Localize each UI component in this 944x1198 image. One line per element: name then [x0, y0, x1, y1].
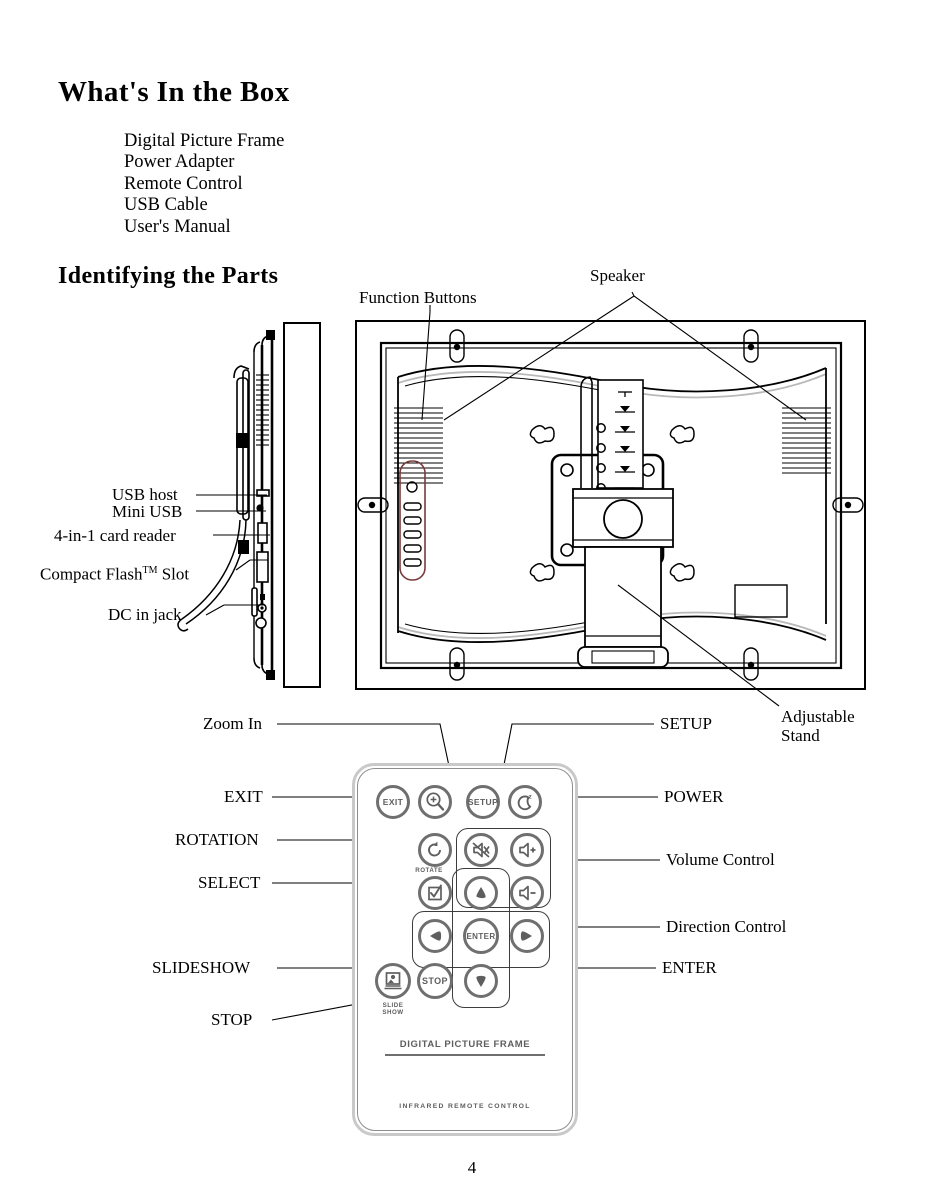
remote-body — [352, 763, 578, 1136]
trademark-symbol: TM — [142, 565, 158, 576]
callout-exit: EXIT — [224, 787, 263, 806]
whats-in-box-list: Digital Picture Frame Power Adapter Remo… — [124, 131, 284, 238]
remote-rotate-sublabel: ROTATE — [415, 867, 443, 874]
page-title-whats-in-the-box: What's In the Box — [58, 76, 290, 108]
callout-compact-flash-slot: Compact FlashTM Slot — [40, 561, 189, 584]
remote-setup-button[interactable]: SETUP — [466, 785, 500, 819]
remote-enter-button[interactable]: ENTER — [463, 918, 499, 954]
arrow-left-icon — [430, 931, 442, 941]
callout-adjustable-stand: Adjustable Stand — [781, 707, 855, 745]
callout-select: SELECT — [198, 873, 261, 892]
remote-setup-label: SETUP — [467, 797, 499, 807]
back-view-frame-box — [355, 320, 866, 690]
remote-zoom-in-button[interactable] — [418, 785, 452, 819]
remote-control-diagram: EXIT SETUP z ROTATE — [352, 763, 578, 1136]
remote-stop-label: STOP — [422, 976, 448, 986]
remote-slideshow-sublabel-line1: SLIDE — [382, 1002, 404, 1009]
list-item: Remote Control — [124, 173, 243, 194]
volume-down-icon — [519, 885, 536, 901]
remote-down-button[interactable] — [464, 964, 498, 998]
moon-sleep-icon: z — [517, 794, 533, 811]
callout-compact-flash-text: Compact Flash — [40, 564, 143, 584]
callout-speaker: Speaker — [590, 266, 645, 285]
callout-setup: SETUP — [660, 714, 712, 733]
page-title-identifying-the-parts: Identifying the Parts — [58, 263, 279, 289]
remote-rotation-button[interactable] — [418, 833, 452, 867]
remote-stop-button[interactable]: STOP — [417, 963, 453, 999]
volume-up-icon — [519, 842, 536, 858]
remote-mute-button[interactable] — [464, 833, 498, 867]
magnifier-plus-icon — [426, 792, 445, 811]
callout-dc-in-jack: DC in jack — [108, 605, 182, 624]
direction-cluster-outline — [452, 868, 510, 1008]
remote-volume-down-button[interactable] — [510, 876, 544, 910]
remote-power-button[interactable]: z — [508, 785, 542, 819]
remote-exit-button[interactable]: EXIT — [376, 785, 410, 819]
mute-icon — [472, 842, 490, 858]
callout-enter: ENTER — [662, 958, 717, 977]
volume-cluster-outline — [456, 828, 551, 908]
remote-inner-border — [357, 768, 573, 1131]
list-item: User's Manual — [124, 216, 231, 237]
callout-volume-control: Volume Control — [666, 850, 775, 869]
remote-select-button[interactable] — [418, 876, 452, 910]
callout-function-buttons: Function Buttons — [359, 288, 477, 307]
page-number: 4 — [467, 1158, 477, 1177]
callout-adjustable-stand-line1: Adjustable — [781, 707, 855, 726]
remote-exit-label: EXIT — [382, 797, 404, 807]
remote-brand-text: DIGITAL PICTURE FRAME — [399, 1039, 531, 1050]
callout-adjustable-stand-line2: Stand — [781, 726, 820, 745]
remote-slideshow-button[interactable] — [375, 963, 411, 999]
remote-volume-up-button[interactable] — [510, 833, 544, 867]
remote-right-button[interactable] — [510, 919, 544, 953]
callout-rotation: ROTATION — [175, 830, 259, 849]
arrow-down-icon — [476, 975, 486, 987]
callout-slideshow: SLIDESHOW — [152, 958, 251, 977]
remote-enter-label: ENTER — [466, 931, 496, 941]
callout-power: POWER — [664, 787, 724, 806]
rotate-icon — [428, 841, 441, 857]
callout-compact-flash-suffix: Slot — [157, 564, 190, 584]
arrow-right-icon — [520, 931, 532, 941]
svg-text:z: z — [529, 794, 533, 801]
callout-mini-usb: Mini USB — [112, 502, 183, 521]
list-item: Power Adapter — [124, 152, 235, 173]
remote-slideshow-sublabel-line2: SHOW — [382, 1009, 404, 1016]
arrow-up-icon — [476, 887, 486, 899]
remote-left-button[interactable] — [418, 919, 452, 953]
callout-zoom-in: Zoom In — [203, 714, 263, 733]
callout-usb-host: USB host — [112, 485, 178, 504]
list-item: Digital Picture Frame — [124, 131, 285, 151]
list-item: USB Cable — [124, 195, 208, 216]
remote-brand-divider — [385, 1054, 545, 1056]
remote-up-button[interactable] — [464, 876, 498, 910]
callout-stop: STOP — [211, 1010, 253, 1029]
slideshow-icon — [384, 972, 402, 990]
side-view-frame-box — [283, 322, 321, 688]
callout-direction-control: Direction Control — [666, 917, 787, 936]
remote-slideshow-sublabel: SLIDE SHOW — [374, 1002, 412, 1016]
checkbox-select-icon — [428, 884, 442, 901]
callout-card-reader: 4-in-1 card reader — [54, 526, 176, 545]
remote-footer-text: INFRARED REMOTE CONTROL — [399, 1103, 531, 1110]
